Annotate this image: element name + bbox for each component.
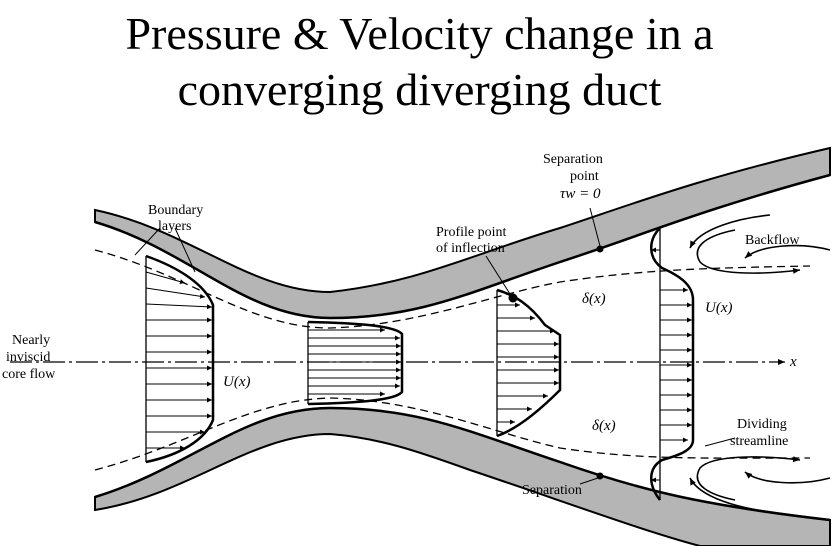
title-line-2: converging diverging duct <box>177 64 662 115</box>
backflow-arrows-bottom <box>689 456 831 513</box>
label-core-flow-3: core flow <box>2 367 56 382</box>
label-dividing-2: streamline <box>730 434 788 449</box>
label-core-flow-1: Nearly <box>12 333 50 348</box>
label-delta-top: δ(x) <box>582 291 606 307</box>
label-u-x-right: U(x) <box>705 300 732 316</box>
label-profile-point-2: of inflection <box>436 241 505 256</box>
backflow-arrows-top <box>689 214 831 274</box>
label-boundary-layers-2: layers <box>158 219 191 234</box>
leader-dividing-streamline <box>704 437 736 447</box>
boundary-layer-edge-top <box>94 249 811 329</box>
velocity-profile-3 <box>496 288 562 438</box>
leader-boundary-layers-1 <box>134 227 161 256</box>
title-line-1: Pressure & Velocity change in a <box>125 8 714 59</box>
label-separation-point-2: point <box>570 169 599 184</box>
label-u-x-left: U(x) <box>223 374 250 390</box>
separation-point-bottom <box>596 472 604 480</box>
inflection-point-marker <box>508 293 518 303</box>
label-separation-bottom: Separation <box>522 483 582 498</box>
leader-separation-bottom <box>579 477 599 485</box>
label-separation-point-1: Separation <box>543 152 603 167</box>
label-boundary-layers-1: Boundary <box>148 203 203 218</box>
label-core-flow-2: inviscid <box>6 350 50 365</box>
label-dividing-1: Dividing <box>737 417 787 432</box>
label-delta-bottom: δ(x) <box>592 418 616 434</box>
leader-separation-point <box>589 207 601 247</box>
label-backflow: Backflow <box>745 233 800 248</box>
separation-point-top <box>596 245 604 253</box>
label-x-axis: x <box>789 354 797 370</box>
leader-boundary-layers-2 <box>174 227 196 273</box>
leader-inflection <box>485 255 511 295</box>
velocity-profile-2 <box>307 320 404 406</box>
label-separation-point-3: τw = 0 <box>560 186 601 202</box>
page-title: Pressure & Velocity change in a convergi… <box>0 6 839 118</box>
velocity-profile-4 <box>650 227 695 501</box>
velocity-profile-1 <box>145 254 215 464</box>
label-profile-point-1: Profile point <box>436 225 506 240</box>
boundary-layer-edge-bottom <box>94 397 811 471</box>
